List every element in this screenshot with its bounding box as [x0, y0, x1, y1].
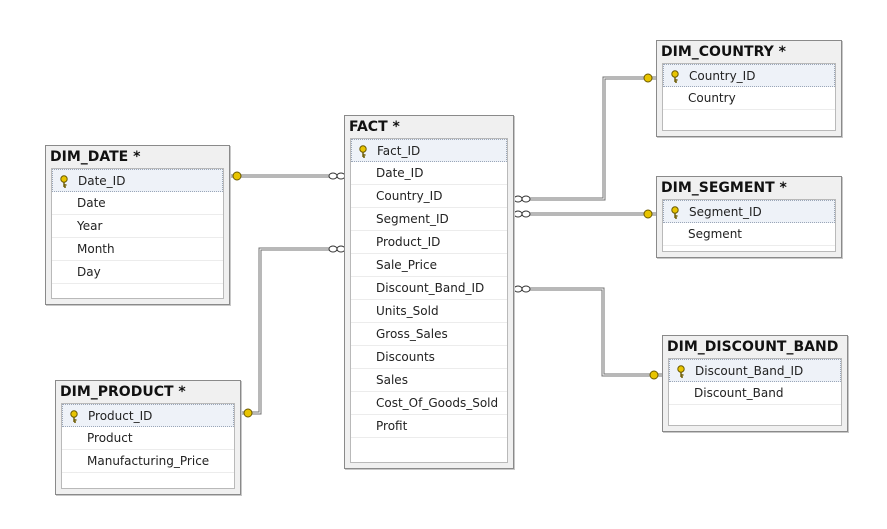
column-name: Segment [688, 227, 742, 241]
one-end-key-icon [643, 209, 653, 219]
column-name: Profit [376, 419, 408, 433]
column-name: Cost_Of_Goods_Sold [376, 396, 499, 410]
one-end-key-icon [243, 408, 253, 418]
table-title[interactable]: DIM_SEGMENT * [661, 180, 787, 196]
column-list: Fact_ID Date_ID Country_ID Segment_ID Produc… [350, 138, 508, 463]
table-title[interactable]: DIM_DATE * [50, 149, 141, 165]
column-row[interactable]: Country_ID [663, 64, 835, 87]
primary-key-icon [70, 410, 78, 423]
column-row[interactable]: Segment_ID [663, 200, 835, 223]
column-row[interactable]: Product_ID [62, 404, 234, 427]
column-name: Discount_Band_ID [695, 364, 804, 378]
column-name: Date [77, 196, 106, 210]
many-end-icon [513, 195, 531, 203]
many-end-icon [328, 245, 346, 253]
column-row[interactable]: Segment_ID [351, 208, 507, 231]
one-end-key-icon [649, 370, 659, 380]
column-row[interactable]: Profit [351, 415, 507, 438]
column-name: Product_ID [88, 409, 153, 423]
column-row[interactable]: Discount_Band [669, 382, 841, 405]
column-row[interactable]: Sales [351, 369, 507, 392]
one-end-key-icon [232, 171, 242, 181]
table-dim-segment[interactable]: DIM_SEGMENT * Segment_ID Segment [656, 176, 842, 258]
column-name: Discount_Band_ID [376, 281, 485, 295]
column-row[interactable]: Day [52, 261, 223, 284]
table-title[interactable]: DIM_COUNTRY * [661, 44, 786, 60]
column-row[interactable]: Discount_Band_ID [669, 359, 841, 382]
primary-key-icon [677, 365, 685, 378]
column-row[interactable]: Units_Sold [351, 300, 507, 323]
column-name: Year [77, 219, 103, 233]
column-name: Date_ID [78, 174, 126, 188]
column-name: Discount_Band [694, 386, 784, 400]
column-name: Discounts [376, 350, 435, 364]
column-name: Date_ID [376, 166, 424, 180]
column-name: Segment_ID [376, 212, 449, 226]
column-row[interactable]: Discounts [351, 346, 507, 369]
primary-key-icon [671, 70, 679, 83]
table-title[interactable]: FACT * [349, 119, 400, 135]
primary-key-icon [60, 175, 68, 188]
column-row[interactable]: Month [52, 238, 223, 261]
column-row[interactable]: Date_ID [351, 162, 507, 185]
column-row[interactable]: Date_ID [52, 169, 223, 192]
many-end-icon [328, 172, 346, 180]
column-list: Country_ID Country [662, 63, 836, 131]
column-name: Product_ID [376, 235, 441, 249]
column-row[interactable]: Product [62, 427, 234, 450]
column-name: Units_Sold [376, 304, 439, 318]
column-name: Country_ID [689, 69, 756, 83]
column-row[interactable]: Product_ID [351, 231, 507, 254]
table-title[interactable]: DIM_DISCOUNT_BAND [667, 339, 839, 355]
table-dim-country[interactable]: DIM_COUNTRY * Country_ID Country [656, 40, 842, 137]
primary-key-icon [671, 206, 679, 219]
column-name: Sales [376, 373, 408, 387]
column-name: Country_ID [376, 189, 443, 203]
column-row[interactable]: Fact_ID [351, 139, 507, 162]
column-name: Manufacturing_Price [87, 454, 210, 468]
one-end-key-icon [643, 73, 653, 83]
column-row[interactable]: Country_ID [351, 185, 507, 208]
many-end-icon [513, 285, 531, 293]
table-fact[interactable]: FACT * Fact_ID Date_ID Country_ID Segment_I… [344, 115, 514, 469]
column-row[interactable]: Gross_Sales [351, 323, 507, 346]
column-row[interactable]: Manufacturing_Price [62, 450, 234, 473]
column-row[interactable]: Discount_Band_ID [351, 277, 507, 300]
column-name: Day [77, 265, 101, 279]
column-name: Country [688, 91, 736, 105]
column-list: Discount_Band_ID Discount_Band [668, 358, 842, 426]
column-name: Fact_ID [377, 144, 421, 158]
column-row[interactable]: Sale_Price [351, 254, 507, 277]
column-list: Segment_ID Segment [662, 199, 836, 252]
column-name: Gross_Sales [376, 327, 448, 341]
column-name: Sale_Price [376, 258, 437, 272]
column-row[interactable]: Date [52, 192, 223, 215]
column-name: Segment_ID [689, 205, 762, 219]
column-row[interactable]: Country [663, 87, 835, 110]
column-name: Product [87, 431, 133, 445]
primary-key-icon [359, 145, 367, 158]
column-name: Month [77, 242, 115, 256]
table-title[interactable]: DIM_PRODUCT * [60, 384, 186, 400]
column-row[interactable]: Segment [663, 223, 835, 246]
column-row[interactable]: Year [52, 215, 223, 238]
column-row[interactable]: Cost_Of_Goods_Sold [351, 392, 507, 415]
many-end-icon [513, 210, 531, 218]
